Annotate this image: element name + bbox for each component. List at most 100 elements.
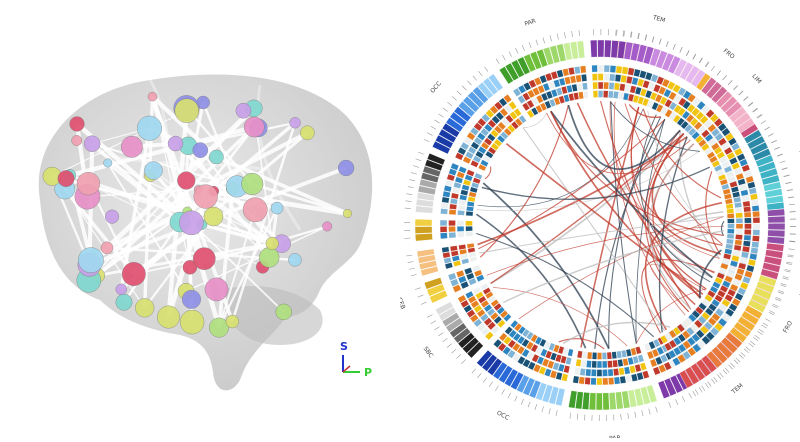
brain-node[interactable] bbox=[300, 126, 314, 140]
ring-cell bbox=[441, 203, 449, 209]
ring-cell bbox=[608, 91, 613, 98]
region-tick bbox=[785, 269, 791, 270]
region-tick bbox=[496, 59, 499, 64]
region-tick bbox=[676, 399, 678, 405]
brain-node[interactable] bbox=[116, 284, 127, 295]
ring-cell bbox=[440, 226, 447, 232]
brain-node[interactable] bbox=[135, 298, 154, 317]
ring-cell bbox=[625, 375, 632, 383]
ring-cell bbox=[768, 230, 785, 237]
brain-node[interactable] bbox=[226, 315, 239, 328]
region-tick bbox=[717, 71, 721, 76]
brain-node[interactable] bbox=[144, 162, 162, 180]
brain-3d-view[interactable]: S P bbox=[0, 0, 400, 438]
brain-node[interactable] bbox=[236, 103, 251, 118]
connectogram-view[interactable]: FROINSLIMTEMPAROCCSBCCEBBSTCEBSBCOCCPART… bbox=[400, 0, 800, 438]
region-tick bbox=[508, 393, 511, 398]
ring-cell bbox=[580, 66, 586, 74]
region-tick bbox=[757, 114, 762, 117]
brain-node[interactable] bbox=[343, 209, 352, 218]
brain-node[interactable] bbox=[243, 198, 267, 222]
brain-node[interactable] bbox=[105, 210, 119, 224]
region-tick bbox=[617, 30, 618, 36]
brain-node[interactable] bbox=[122, 262, 145, 285]
brain-node[interactable] bbox=[148, 92, 157, 101]
ring-cell bbox=[598, 65, 604, 72]
lobe-label: PAR bbox=[609, 435, 621, 438]
brain-node[interactable] bbox=[290, 117, 301, 128]
brain-node[interactable] bbox=[77, 172, 100, 195]
brain-node[interactable] bbox=[71, 135, 81, 145]
brain-node[interactable] bbox=[205, 278, 228, 301]
ring-cell bbox=[751, 241, 759, 247]
brain-node[interactable] bbox=[175, 99, 199, 123]
region-tick bbox=[472, 369, 476, 374]
brain-node[interactable] bbox=[244, 117, 264, 137]
region-tick bbox=[789, 204, 795, 205]
brain-node[interactable] bbox=[177, 172, 195, 190]
brain-node[interactable] bbox=[101, 242, 113, 254]
brain-node[interactable] bbox=[241, 173, 263, 195]
region-tick bbox=[515, 396, 518, 401]
brain-node[interactable] bbox=[70, 117, 85, 132]
brain-node[interactable] bbox=[179, 211, 203, 235]
ring-cell bbox=[591, 378, 597, 385]
ring-cell bbox=[612, 360, 618, 367]
brain-node[interactable] bbox=[266, 237, 279, 250]
brain-node[interactable] bbox=[84, 136, 100, 152]
brain-node[interactable] bbox=[78, 247, 103, 272]
brain-node[interactable] bbox=[322, 222, 332, 232]
region-tick bbox=[543, 37, 545, 43]
region-tick bbox=[405, 208, 411, 209]
region-tick bbox=[443, 108, 448, 112]
brain-node[interactable] bbox=[288, 253, 301, 266]
brain-node[interactable] bbox=[276, 304, 292, 320]
region-tick bbox=[755, 335, 760, 338]
ring-cell bbox=[574, 367, 580, 375]
brain-node[interactable] bbox=[137, 116, 162, 141]
ring-cell bbox=[609, 82, 615, 89]
region-tick bbox=[443, 338, 448, 342]
region-tick bbox=[479, 71, 483, 76]
region-tick bbox=[489, 382, 492, 387]
ring-cell bbox=[616, 66, 622, 74]
brain-node[interactable] bbox=[58, 170, 74, 186]
ring-cell bbox=[609, 74, 615, 81]
region-tick bbox=[729, 365, 733, 369]
brain-node[interactable] bbox=[116, 294, 132, 310]
brain-node[interactable] bbox=[204, 207, 223, 226]
brain-node[interactable] bbox=[194, 185, 218, 209]
brain-node[interactable] bbox=[271, 202, 283, 214]
ring-cell bbox=[750, 247, 758, 254]
region-tick bbox=[702, 386, 705, 391]
ring-cell bbox=[744, 235, 751, 241]
brain-node[interactable] bbox=[193, 248, 215, 270]
lobe-label: PAR bbox=[524, 17, 537, 27]
ring-cell bbox=[415, 227, 432, 234]
region-tick bbox=[788, 255, 794, 256]
region-tick bbox=[431, 126, 436, 129]
ring-cell bbox=[449, 209, 456, 215]
brain-node[interactable] bbox=[121, 136, 142, 157]
region-tick bbox=[427, 133, 432, 136]
brain-node[interactable] bbox=[168, 136, 183, 151]
ring-cell bbox=[767, 237, 784, 245]
region-tick bbox=[763, 323, 768, 326]
region-tick bbox=[706, 62, 709, 67]
brain-node[interactable] bbox=[103, 159, 112, 168]
brain-node[interactable] bbox=[209, 150, 223, 164]
region-tick bbox=[731, 363, 735, 367]
ring-cell bbox=[449, 204, 457, 210]
region-tick bbox=[783, 276, 789, 278]
ring-cell bbox=[727, 224, 734, 229]
brain-node[interactable] bbox=[338, 160, 354, 176]
connectogram-rings bbox=[404, 29, 796, 421]
brain-node[interactable] bbox=[157, 306, 179, 328]
ring-cell bbox=[753, 217, 760, 223]
brain-node[interactable] bbox=[180, 310, 204, 334]
brain-node[interactable] bbox=[193, 143, 208, 158]
region-tick bbox=[413, 166, 419, 168]
brain-node[interactable] bbox=[259, 248, 279, 268]
region-tick bbox=[689, 393, 692, 398]
brain-node[interactable] bbox=[182, 290, 201, 309]
